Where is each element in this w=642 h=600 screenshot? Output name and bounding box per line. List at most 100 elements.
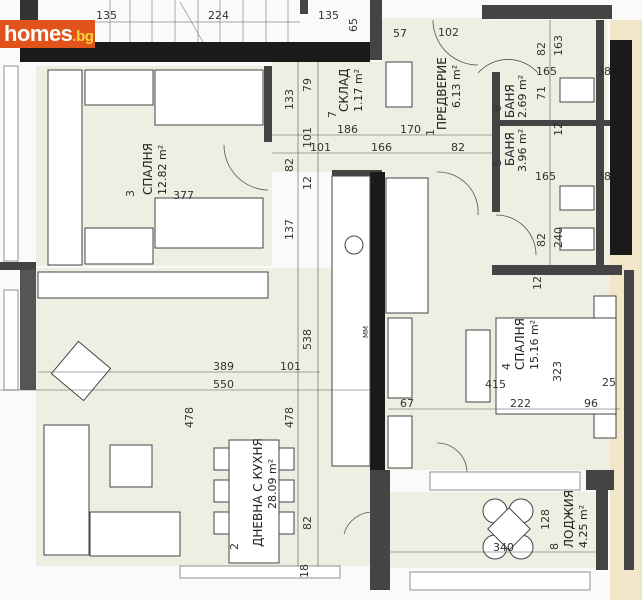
svg-text:15.16 m²: 15.16 m² (528, 320, 541, 370)
svg-text:СПАЛНЯ: СПАЛНЯ (513, 318, 527, 370)
dim-label: 135 (318, 9, 339, 22)
logo-brand: homes (4, 21, 73, 46)
svg-text:БАНЯ: БАНЯ (503, 132, 517, 166)
dim-label: 96 (584, 397, 598, 410)
dim-label: 222 (510, 397, 531, 410)
dim-label: 38 (597, 65, 611, 78)
sofa-bottom (89, 511, 181, 557)
bedroom4-wardrobe-1 (387, 317, 413, 399)
room-bathroom-5: БАНЯ 3.96 m² 5 (491, 129, 529, 172)
dim-label: 137 (283, 219, 296, 240)
room-bedroom-4: СПАЛНЯ 15.16 m² 4 (500, 318, 541, 370)
dim-label: 38 (597, 170, 611, 183)
dim-label: 82 (535, 42, 548, 56)
dim-label: 166 (371, 141, 392, 154)
dim-label: 377 (173, 189, 194, 202)
svg-text:12.82 m²: 12.82 m² (156, 145, 169, 195)
room-living-number: 2 (228, 543, 241, 550)
svg-text:2.69 m²: 2.69 m² (516, 75, 529, 118)
dim-label: 101 (301, 127, 314, 148)
room-loggia: ЛОДЖИЯ 4.25 m² (562, 490, 590, 548)
sofa-left (43, 424, 90, 556)
dim-label: 550 (213, 378, 234, 391)
svg-text:ДНЕВНА С КУХНЯ: ДНЕВНА С КУХНЯ (251, 438, 265, 547)
dim-label: 82 (301, 516, 314, 530)
room-labels: СПАЛНЯ 12.82 m² 3 СКЛАД 1.17 m² 7 ПРЕДВЕ… (124, 57, 590, 550)
svg-text:4.25 m²: 4.25 m² (577, 505, 590, 548)
dim-label: 79 (301, 78, 314, 92)
dimension-lines (0, 20, 620, 566)
dining-table (228, 439, 280, 564)
room-bathroom-6: БАНЯ 2.69 m² 6 (491, 75, 529, 118)
svg-text:СПАЛНЯ: СПАЛНЯ (141, 143, 155, 195)
dim-label: 538 (301, 329, 314, 350)
svg-text:28.09 m²: 28.09 m² (266, 459, 279, 509)
room-living-kitchen: ДНЕВНА С КУХНЯ 28.09 m² (251, 438, 279, 547)
dimension-labels: 135 224 135 65 57 102 82 163 165 38 71 1… (96, 9, 616, 578)
homes-bg-logo[interactable]: homes.bg (0, 20, 95, 48)
dim-label: 224 (208, 9, 229, 22)
dim-label: 65 (347, 18, 360, 32)
svg-text:ЛОДЖИЯ: ЛОДЖИЯ (562, 490, 576, 548)
svg-text:1.17 m²: 1.17 m² (352, 69, 365, 112)
svg-text:5: 5 (491, 159, 504, 166)
svg-text:3.96 m²: 3.96 m² (516, 129, 529, 172)
dim-label: 82 (535, 233, 548, 247)
toilet-5 (559, 185, 595, 211)
windows (3, 65, 591, 591)
dim-label: 12 (301, 176, 314, 190)
dim-label: 478 (183, 407, 196, 428)
hall-wardrobe (385, 61, 413, 108)
kitchen-tall-units (385, 177, 429, 314)
dim-label: 323 (551, 361, 564, 382)
dim-label: 240 (552, 227, 565, 248)
dim-label: 101 (280, 360, 301, 373)
svg-text:7: 7 (326, 111, 339, 118)
bed-bottom (154, 197, 264, 249)
bedroom4-desk (387, 415, 413, 469)
svg-text:ПРЕДВЕРИЕ: ПРЕДВЕРИЕ (435, 57, 449, 130)
dim-label: 389 (213, 360, 234, 373)
furniture (37, 61, 617, 564)
svg-text:4: 4 (500, 363, 513, 370)
dim-label: 57 (393, 27, 407, 40)
dim-label: 82 (283, 158, 296, 172)
bed-top (154, 69, 264, 126)
dim-label: 163 (552, 35, 565, 56)
dim-label: 340 (493, 541, 514, 554)
svg-text:6: 6 (491, 105, 504, 112)
kitchen-counter (331, 175, 371, 467)
room-hallway-number: 1 (424, 129, 437, 136)
room-storage: СКЛАД 1.17 m² 7 (326, 68, 365, 118)
svg-text:6.13 m²: 6.13 m² (450, 65, 463, 108)
ottoman (109, 444, 153, 488)
dim-label: 170 (400, 123, 421, 136)
dim-label: 71 (535, 86, 548, 100)
dim-label: 12 (531, 276, 544, 290)
svg-text:3: 3 (124, 190, 137, 197)
svg-text:СКЛАД: СКЛАД (337, 68, 351, 112)
room-hallway: ПРЕДВЕРИЕ 6.13 m² (435, 57, 463, 130)
dim-label: 135 (96, 9, 117, 22)
dim-label: 82 (451, 141, 465, 154)
dim-label: 133 (283, 89, 296, 110)
armchair (50, 340, 112, 402)
bench (465, 329, 491, 403)
logo-tld: .bg (72, 28, 94, 45)
room-bedroom-3: СПАЛНЯ 12.82 m² 3 (124, 143, 169, 197)
dim-label: 25 (602, 376, 616, 389)
dim-label: 67 (400, 397, 414, 410)
dim-label: 128 (539, 509, 552, 530)
dim-label: 12 (552, 122, 565, 136)
dim-label: 165 (535, 170, 556, 183)
dim-label: 478 (283, 407, 296, 428)
room-loggia-number: 8 (548, 543, 561, 550)
dim-label: 101 (310, 141, 331, 154)
bed-bedroom4 (495, 317, 617, 415)
hob (344, 235, 364, 255)
doors (223, 19, 539, 535)
wardrobe-bedroom3 (47, 69, 83, 266)
tv-unit (37, 271, 269, 299)
dim-label: 186 (337, 123, 358, 136)
